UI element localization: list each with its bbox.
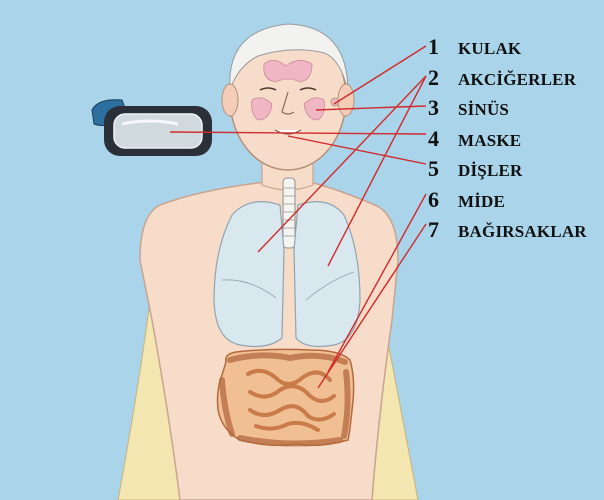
label-item: 3 SİNÜS: [428, 95, 598, 126]
label-item: 7 BAĞIRSAKLAR: [428, 217, 598, 248]
label-text: BAĞIRSAKLAR: [458, 222, 587, 242]
label-number: 2: [428, 65, 448, 91]
label-item: 6 MİDE: [428, 187, 598, 218]
label-number: 1: [428, 34, 448, 60]
label-number: 4: [428, 126, 448, 152]
label-text: MASKE: [458, 131, 521, 151]
label-number: 7: [428, 217, 448, 243]
mask-glass: [114, 114, 202, 148]
diving-mask-icon: [92, 100, 212, 156]
trachea: [283, 178, 295, 248]
label-number: 6: [428, 187, 448, 213]
label-text: MİDE: [458, 192, 505, 212]
label-item: 1 KULAK: [428, 34, 598, 65]
label-text: SİNÜS: [458, 100, 509, 120]
label-text: AKCİĞERLER: [458, 70, 576, 90]
label-text: KULAK: [458, 39, 521, 59]
label-number: 3: [428, 95, 448, 121]
label-item: 2 AKCİĞERLER: [428, 65, 598, 96]
left-ear: [222, 84, 238, 116]
label-text: DİŞLER: [458, 161, 523, 181]
label-item: 4 MASKE: [428, 126, 598, 157]
label-list: 1 KULAK 2 AKCİĞERLER 3 SİNÜS 4 MASKE 5 D…: [428, 34, 598, 248]
label-item: 5 DİŞLER: [428, 156, 598, 187]
label-number: 5: [428, 156, 448, 182]
